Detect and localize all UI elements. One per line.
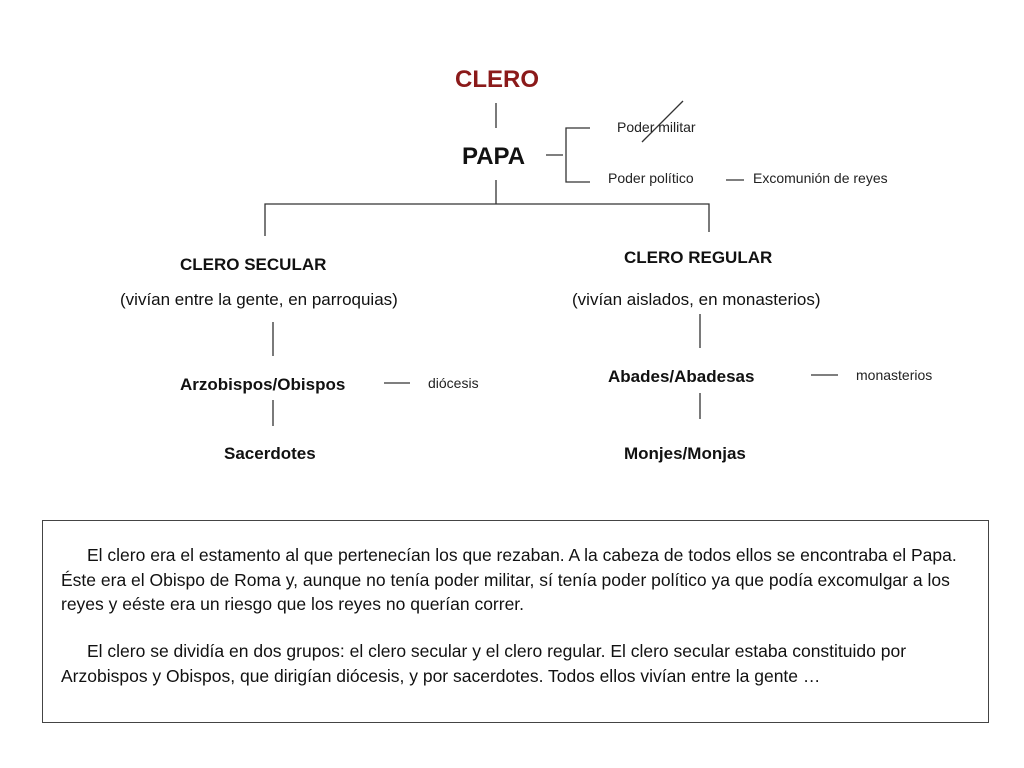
regular-title: CLERO REGULAR (624, 248, 773, 267)
secular-title: CLERO SECULAR (180, 255, 327, 274)
secular-level2: Sacerdotes (224, 444, 316, 463)
regular-description: (vivían aislados, en monasterios) (572, 290, 821, 309)
power-political: Poder político (608, 170, 694, 186)
secular-level1: Arzobispos/Obispos (180, 375, 346, 394)
explanation-paragraph-1: El clero era el estamento al que pertene… (61, 545, 957, 614)
explanation-box: El clero era el estamento al que pertene… (42, 520, 989, 723)
root-node: CLERO (455, 66, 539, 93)
secular-level1-note: diócesis (428, 375, 479, 391)
explanation-paragraph-2: El clero se dividía en dos grupos: el cl… (61, 641, 907, 686)
secular-description: (vivían entre la gente, en parroquias) (120, 290, 398, 309)
regular-level2: Monjes/Monjas (624, 444, 746, 463)
branch-bracket (264, 203, 710, 236)
regular-level1: Abades/Abadesas (608, 367, 755, 386)
papa-node: PAPA (462, 143, 526, 170)
regular-level1-note: monasterios (856, 367, 933, 383)
power-military: Poder militar (617, 119, 696, 135)
strike-military (641, 100, 684, 143)
political-note: Excomunión de reyes (753, 170, 888, 186)
powers-bracket (565, 127, 590, 183)
